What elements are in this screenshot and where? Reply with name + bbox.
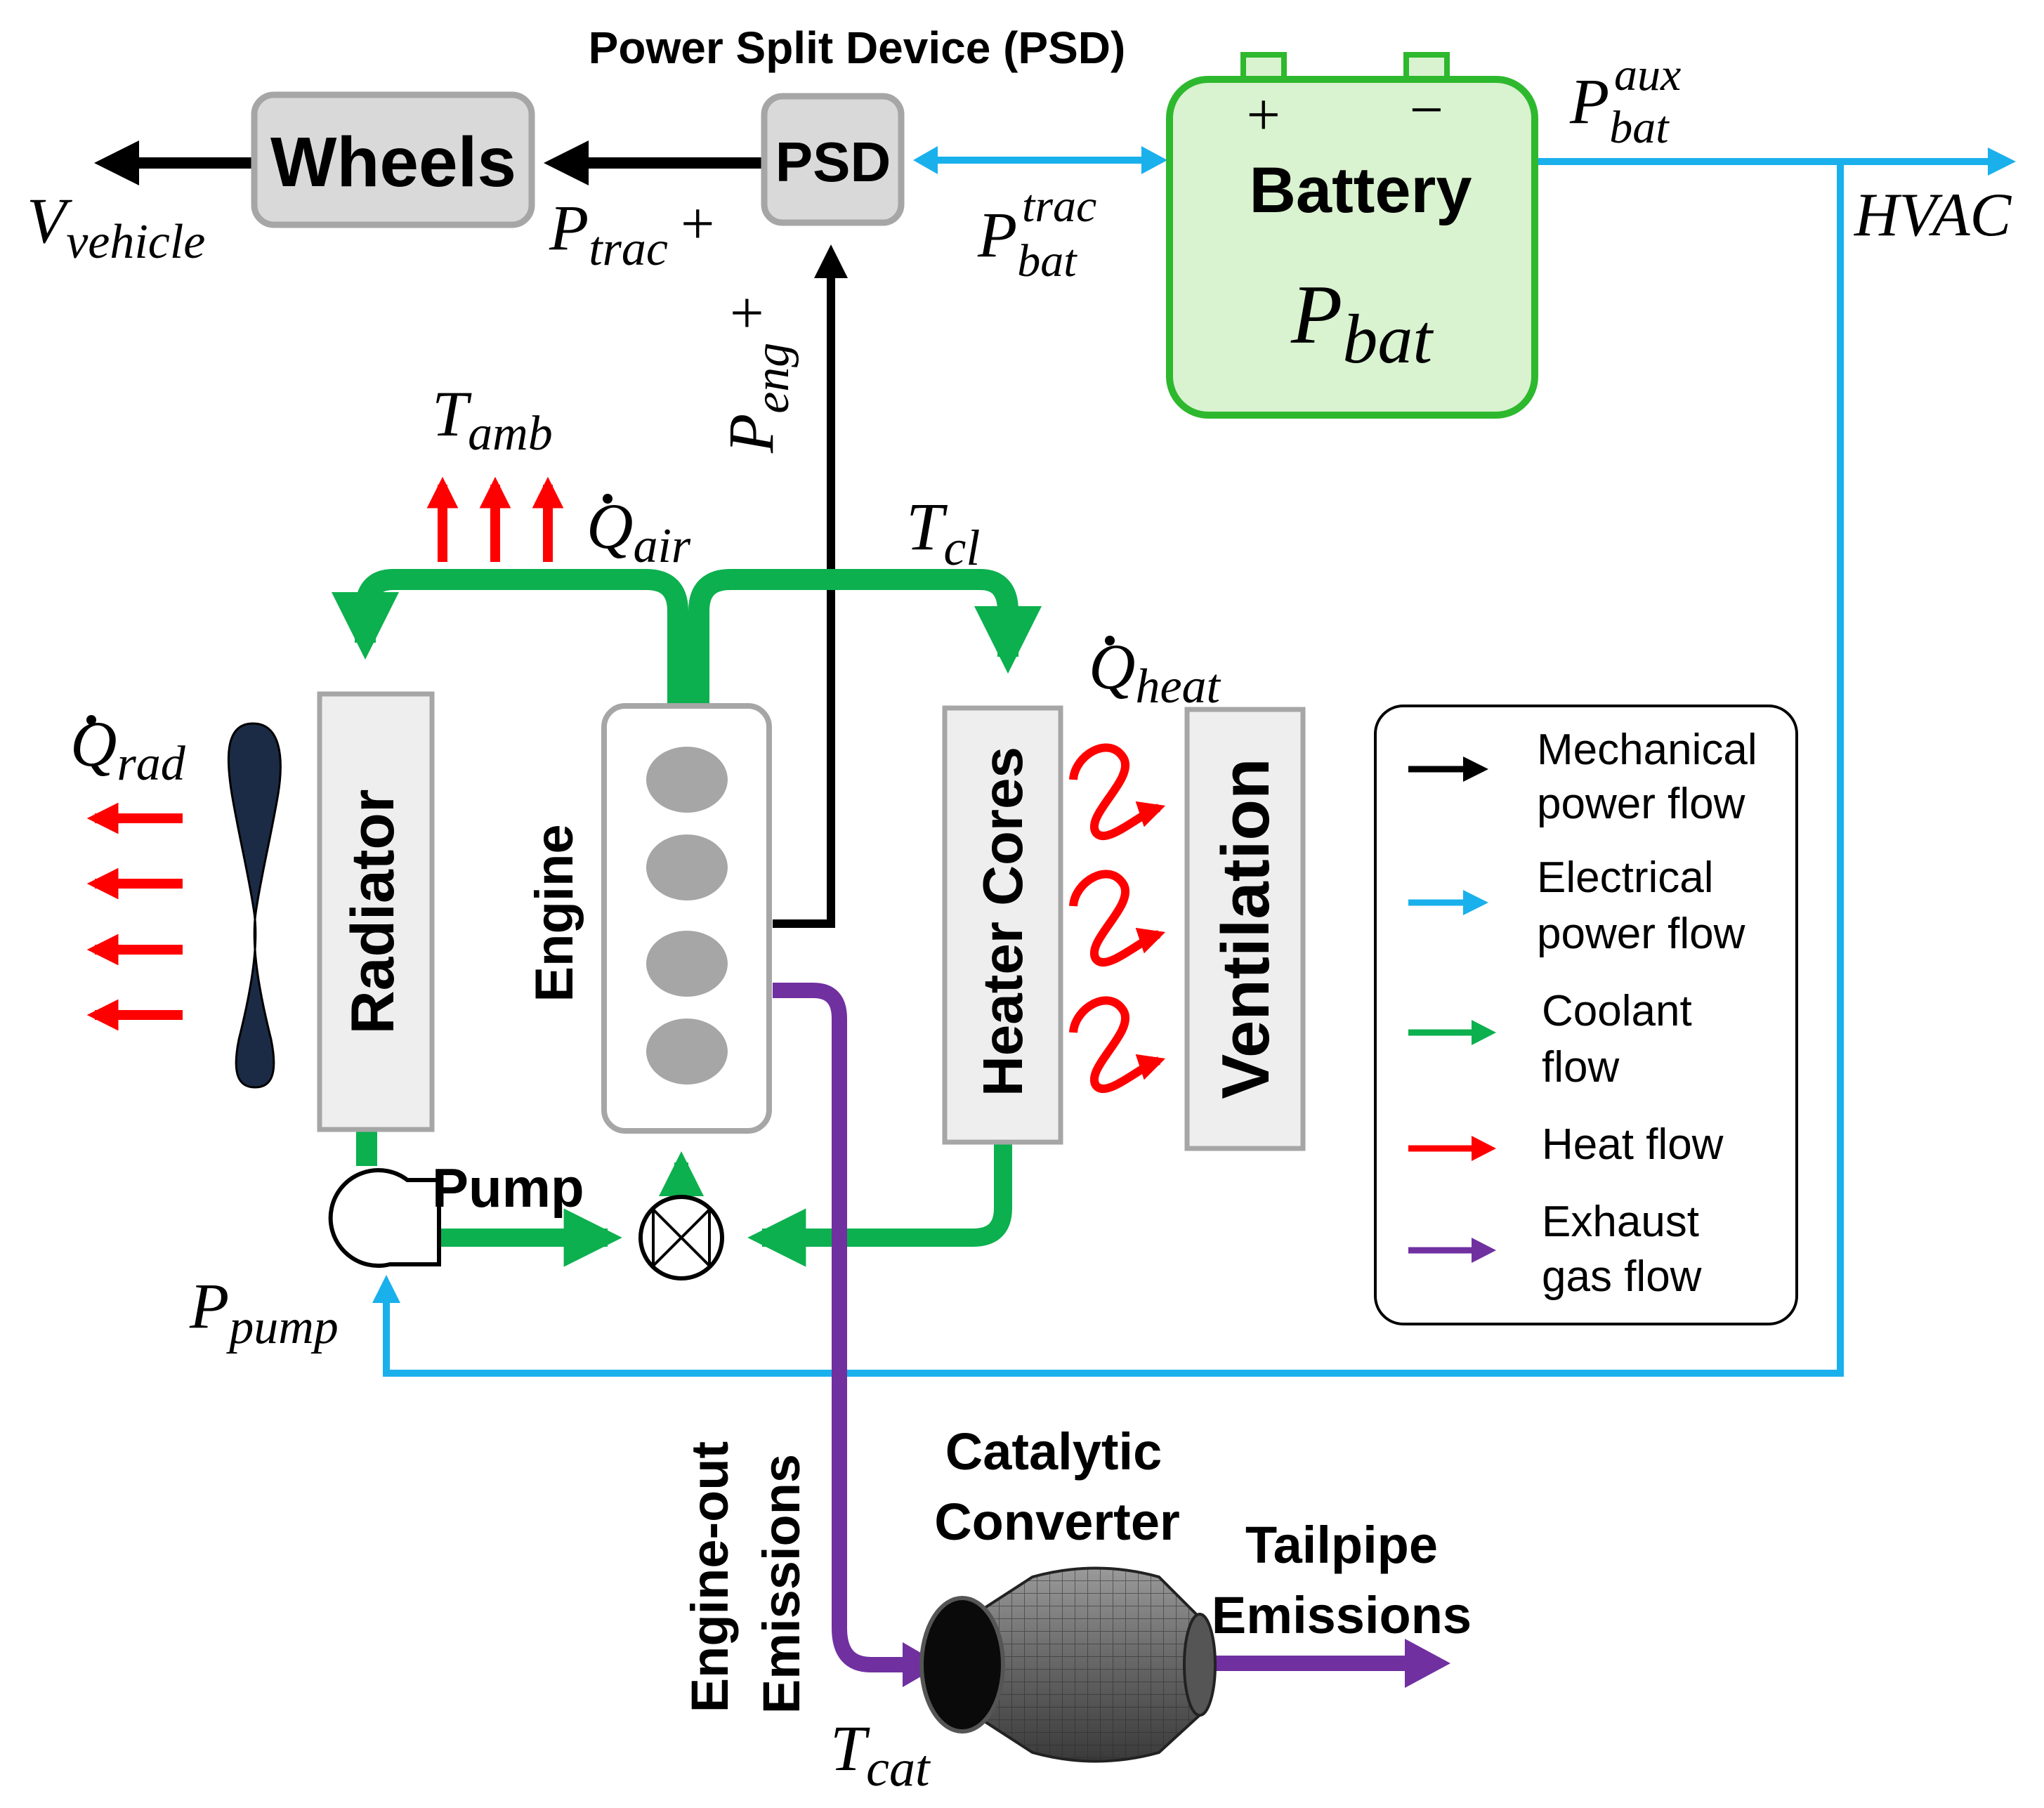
battery-label: Battery (1249, 155, 1472, 226)
engine-to-catalyst-path (773, 983, 903, 1672)
p-eng-label: Peng+ (713, 296, 799, 454)
tailpipe-arrowhead (1405, 1639, 1450, 1688)
q-rad-label: Qrad (70, 708, 186, 791)
q-air-text: Qair (587, 490, 691, 573)
ventilation-box: Ventilation (1184, 707, 1306, 1151)
legend-swatch-exhaust-head (1472, 1238, 1496, 1263)
engine-box: Engine (525, 703, 772, 1134)
p-trac-label: Ptrac+ (549, 190, 714, 276)
battery-to-pump-line (372, 162, 1844, 1377)
battery-plus-sign: + (1243, 81, 1283, 148)
legend-item-mechanical: Mechanical power flow (1408, 726, 1757, 828)
tailpipe-label-line2: Emissions (1212, 1586, 1472, 1644)
p-bat-aux-label: Pbataux (1569, 49, 1681, 153)
engine-cylinder (646, 931, 728, 997)
heater-heat-arrow (1069, 743, 1166, 840)
legend-electrical-line1: Electrical (1537, 853, 1714, 902)
mechanical-flows (94, 140, 848, 928)
engine-out-label-line1: Engine-out (681, 1441, 739, 1712)
exhaust-flows (773, 983, 1450, 1688)
legend-item-coolant: Coolant flow (1408, 987, 1692, 1092)
wheels-label: Wheels (270, 123, 516, 202)
tailpipe-label-line1: Tailpipe (1245, 1516, 1438, 1574)
catalytic-converter-icon (919, 1566, 1217, 1763)
v-vehicle-label: Vvehicle (27, 185, 205, 269)
psd-label: PSD (775, 131, 891, 193)
legend-coolant-line2: flow (1542, 1043, 1619, 1092)
catalytic-label-line1: Catalytic (945, 1422, 1162, 1481)
electrical-flows (372, 146, 2016, 1377)
heater-cores-box: Heater Cores (942, 705, 1063, 1145)
hvac-label: HVAC (1854, 181, 2012, 249)
legend-coolant-line1: Coolant (1542, 987, 1692, 1035)
legend-item-exhaust: Exhaust gas flow (1408, 1198, 1702, 1301)
engine-out-label-line2: Emissions (752, 1454, 811, 1714)
psd-box: PSD (761, 93, 905, 226)
engine-label: Engine (525, 824, 584, 1002)
q-air-dot (603, 494, 612, 504)
legend: Mechanical power flow Electrical power f… (1374, 705, 1798, 1325)
engine-to-radiator-path (332, 569, 688, 706)
heater-cores-label: Heater Cores (971, 747, 1034, 1096)
radiator-label: Radiator (339, 790, 407, 1035)
legend-item-electrical: Electrical power flow (1408, 853, 1745, 958)
q-air-label: Qair (587, 490, 691, 573)
heat-flows (86, 476, 1166, 1093)
heater-heat-arrow (1069, 870, 1166, 967)
battery-box: + − Battery Pbat (1166, 52, 1538, 419)
psd-title: Power Split Device (PSD) (589, 22, 1126, 73)
wheels-box: Wheels (251, 91, 535, 228)
legend-heat-line1: Heat flow (1542, 1120, 1724, 1169)
t-cl-label: Tcl (906, 489, 980, 576)
radiator-heat-arrows (86, 802, 183, 1031)
battery-minus-sign: − (1406, 76, 1446, 143)
legend-swatch-coolant-head (1472, 1020, 1496, 1045)
legend-item-heat: Heat flow (1408, 1120, 1724, 1169)
legend-swatch-heat-head (1472, 1136, 1496, 1161)
legend-mechanical-line1: Mechanical (1537, 726, 1757, 774)
heater-to-valve-arrow (747, 1141, 1012, 1267)
legend-exhaust-line2: gas flow (1542, 1252, 1702, 1301)
q-rad-text: Qrad (70, 708, 186, 791)
legend-frame (1374, 705, 1798, 1325)
catalytic-label-line2: Converter (934, 1493, 1180, 1551)
heater-squiggle-arrows (1069, 743, 1166, 1093)
coolant-flows (332, 569, 1042, 1267)
t-amb-label: Tamb (432, 378, 553, 461)
legend-mechanical-line2: power flow (1537, 780, 1745, 828)
heater-heat-arrow (1069, 996, 1166, 1093)
mixing-valve-icon (638, 1195, 724, 1280)
pump-label: Pump (432, 1157, 584, 1219)
engine-cylinder (646, 747, 728, 813)
q-rad-dot (86, 715, 96, 725)
ambient-heat-arrows (426, 476, 564, 562)
engine-cylinder (646, 1018, 728, 1085)
engine-cylinder (646, 834, 728, 900)
q-heat-text: Qheat (1089, 631, 1221, 714)
p-bat-label: Pbat (1290, 268, 1434, 378)
pump-icon (328, 1168, 441, 1268)
p-bat-trac-label: Pbattrac (977, 181, 1096, 287)
fan-icon (227, 722, 282, 1089)
q-heat-label: Qheat (1089, 631, 1221, 714)
psd-side-arrowhead (913, 146, 938, 174)
legend-electrical-line2: power flow (1537, 910, 1745, 958)
legend-exhaust-line1: Exhaust (1542, 1198, 1699, 1246)
ventilation-label: Ventilation (1208, 758, 1283, 1099)
t-cat-label: Tcat (830, 1712, 931, 1797)
radiator-box: Radiator (317, 691, 435, 1132)
engine-to-psd-arrow (773, 244, 848, 928)
battery-side-arrowhead (1141, 146, 1167, 174)
q-heat-dot (1105, 636, 1115, 646)
p-pump-label: Ppump (189, 1270, 339, 1354)
engine-to-heater-path (688, 569, 1042, 706)
